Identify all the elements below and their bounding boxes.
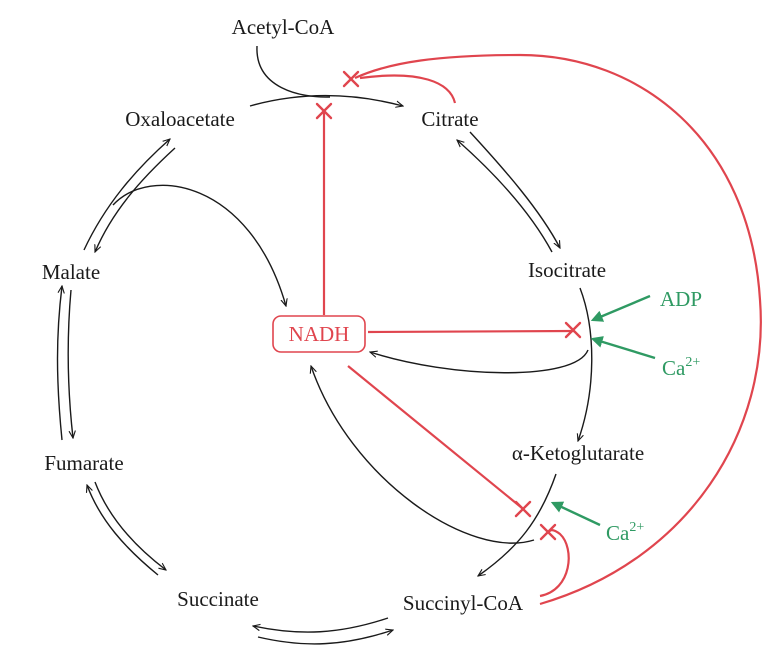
fumarate-to-succinate-arrow — [94, 481, 166, 570]
label-citrate: Citrate — [421, 107, 478, 131]
fumarate-to-malate-arrow — [56, 286, 63, 441]
citrate-to-isocitrate-arrow — [469, 131, 560, 248]
malate-to-oxaloacetate-arrow — [83, 139, 170, 251]
malate-to-fumarate-arrow — [67, 289, 73, 438]
succinate-to-fumarate-arrow — [87, 485, 159, 576]
nadh-inhibits-alpha-ketoglutarate-dehydrogenase-line — [347, 365, 523, 509]
isocitrate-step-nadh-arrow — [370, 349, 589, 374]
alpha-ketoglutarate-step-nadh-arrow — [311, 366, 535, 544]
malate-step-nadh-arrow — [112, 184, 286, 306]
x-alpha-ketoglutarate-dehydrogenase-nadh — [514, 500, 532, 518]
oxaloacetate-to-citrate-arrow — [249, 94, 403, 107]
x-citrate-synthase-nadh — [315, 102, 333, 120]
calcium-isocitrate-charge: 2+ — [685, 355, 700, 370]
succinyl-coa-to-succinate-arrow — [253, 617, 389, 633]
label-succinate: Succinate — [177, 587, 259, 611]
nadh-box — [272, 315, 366, 353]
label-succinyl-coa: Succinyl-CoA — [403, 591, 524, 615]
adp-activates-isocitrate-dehydrogenase-arrow — [590, 294, 651, 322]
succinate-to-succinyl-coa-arrow — [257, 630, 393, 645]
label-fumarate: Fumarate — [44, 451, 123, 475]
oxaloacetate-to-malate-arrow — [95, 147, 176, 252]
x-citrate-synthase-upper — [342, 70, 360, 88]
calcium-activates-isocitrate-dehydrogenase-arrow — [590, 336, 656, 360]
label-malate: Malate — [42, 260, 100, 284]
alpha-ketoglutarate-to-succinyl-coa-arrow — [478, 473, 557, 576]
label-alpha-ketoglutarate: α-Ketoglutarate — [512, 441, 644, 465]
acetyl-coa-input-arrow — [256, 45, 331, 98]
isocitrate-to-alpha-ketoglutarate-arrow — [578, 287, 593, 441]
x-isocitrate-dehydrogenase — [564, 321, 582, 339]
citrate-inhibits-citrate-synthase-line — [359, 74, 457, 104]
nadh-inhibits-isocitrate-dehydrogenase-line — [367, 329, 575, 334]
label-nadh: NADH — [289, 322, 350, 346]
x-alpha-ketoglutarate-dehydrogenase-succinyl-coa — [539, 523, 557, 541]
label-calcium-alpha-ketoglutarate: Ca2+ — [606, 520, 644, 545]
label-oxaloacetate: Oxaloacetate — [125, 107, 235, 131]
label-adp: ADP — [660, 287, 702, 311]
label-calcium-isocitrate: Ca2+ — [662, 355, 700, 380]
calcium-alpha-kg-charge: 2+ — [629, 520, 644, 535]
isocitrate-to-citrate-arrow — [457, 140, 553, 253]
calcium-isocitrate-base: Ca — [662, 356, 686, 380]
label-isocitrate: Isocitrate — [528, 258, 606, 282]
label-acetyl-coa: Acetyl-CoA — [232, 15, 335, 39]
calcium-activates-alpha-ketoglutarate-dehydrogenase-arrow — [550, 501, 601, 527]
succinyl-coa-inhibits-citrate-synthase-arc — [354, 53, 762, 606]
calcium-alpha-kg-base: Ca — [606, 521, 630, 545]
